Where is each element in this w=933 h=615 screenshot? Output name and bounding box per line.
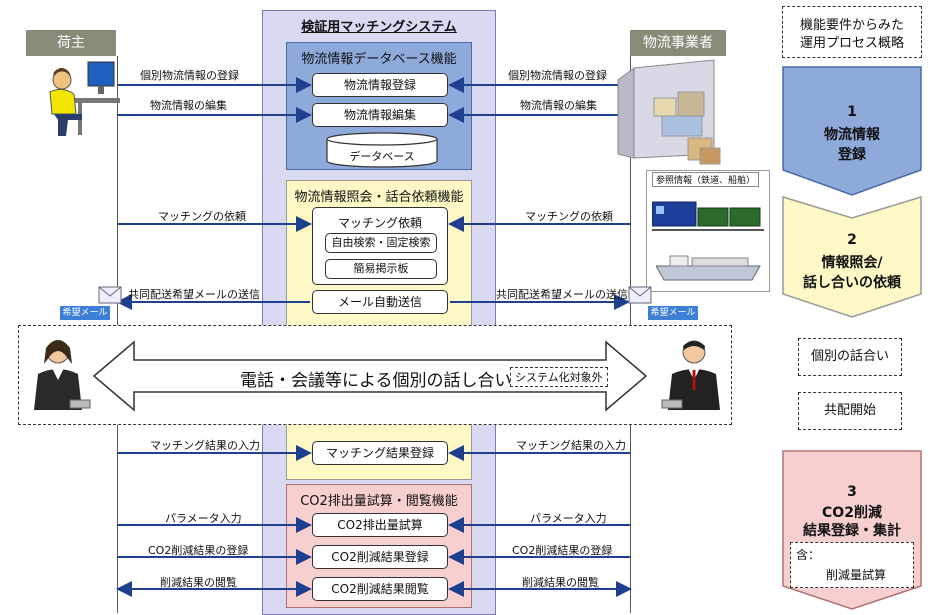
process-overview-title-box — [782, 6, 922, 58]
carrier-header: 物流事業者 — [630, 30, 726, 56]
step3-number: 3 — [847, 484, 857, 500]
right-label-7: 削減結果の閲覧 — [522, 576, 599, 589]
logistics-register-box[interactable]: 物流情報登録 — [312, 73, 448, 97]
truck-cargo-icon — [614, 58, 722, 170]
matching-request-label: マッチング依頼 — [337, 216, 422, 230]
carrier-phone-person-icon — [656, 334, 728, 418]
system-title: 検証用マッチングシステム — [301, 20, 457, 35]
co2-section-title: CO2排出量試算・閲覧機能 — [300, 494, 458, 509]
step2-line2: 話し合いの依頼 — [803, 275, 901, 291]
discussion-text: 電話・会議等による個別の話し合い — [240, 371, 512, 391]
matching-result-box[interactable]: マッチング結果登録 — [312, 441, 448, 465]
left-label-2: マッチングの依頼 — [158, 210, 246, 223]
step3-line2: 結果登録・集計 — [803, 523, 901, 539]
process-overview-title-line1: 機能要件からみた — [799, 18, 904, 33]
shipper-mail-badge: 希望メール — [60, 306, 110, 320]
left-label-1: 物流情報の編集 — [150, 99, 227, 112]
step2-pentagon — [782, 196, 922, 318]
carrier-mail-badge: 希望メール — [648, 306, 698, 320]
out-of-scope-note: システム化対象外 — [510, 367, 608, 387]
left-label-4: マッチング結果の入力 — [150, 439, 260, 452]
shipper-envelope-icon — [98, 286, 122, 304]
step1-number: 1 — [847, 104, 857, 120]
step2-line1: 情報照会/ — [821, 255, 883, 271]
co2-reduction-view-box[interactable]: CO2削減結果閲覧 — [312, 577, 448, 601]
inquiry-section-title: 物流情報照会・話合依頼機能 — [294, 190, 464, 205]
left-label-3: 共同配送希望メールの送信 — [128, 288, 260, 301]
reference-info-title: 参照情報（鉄道、船舶） — [652, 172, 760, 187]
right-label-3: 共同配送希望メールの送信 — [496, 288, 628, 301]
logistics-edit-box[interactable]: 物流情報編集 — [312, 103, 448, 127]
left-label-0: 個別物流情報の登録 — [140, 69, 239, 82]
right-label-4: マッチング結果の入力 — [516, 439, 626, 452]
discussion-double-arrow — [92, 340, 648, 412]
database-label: データベース — [349, 150, 415, 163]
co2-estimate-box[interactable]: CO2排出量試算 — [312, 513, 448, 537]
right-label-2: マッチングの依頼 — [525, 210, 613, 223]
step3-line1: CO2削減 — [822, 505, 882, 521]
step3-note-box — [790, 542, 914, 588]
right-label-0: 個別物流情報の登録 — [508, 69, 607, 82]
step2-number: 2 — [847, 232, 857, 248]
database-section-title: 物流情報データベース機能 — [301, 52, 457, 67]
co2-reduction-register-box[interactable]: CO2削減結果登録 — [312, 545, 448, 569]
simple-bulletin-box[interactable]: 簡易掲示板 — [325, 259, 437, 279]
step1-line1: 物流情報 — [824, 127, 880, 143]
right-label-6: CO2削減結果の登録 — [512, 544, 613, 557]
database-cylinder — [326, 132, 438, 168]
process-overview-title-line2: 運用プロセス概略 — [799, 36, 904, 51]
shipper-office-worker-icon — [42, 58, 122, 140]
step1-line2: 登録 — [838, 147, 866, 163]
left-label-6: CO2削減結果の登録 — [148, 544, 249, 557]
freight-train-icon — [652, 192, 764, 236]
right-label-5: パラメータ入力 — [530, 512, 607, 525]
shipper-phone-person-icon — [26, 334, 98, 418]
step1-pentagon — [782, 66, 922, 196]
step3-note: 削減量試算 — [826, 568, 887, 582]
left-label-7: 削減結果の閲覧 — [160, 576, 237, 589]
free-fixed-search-box[interactable]: 自由検索・固定検索 — [325, 233, 437, 253]
cargo-ship-icon — [656, 248, 762, 284]
right-label-1: 物流情報の編集 — [520, 99, 597, 112]
step3-note-prefix: 含： — [796, 548, 821, 562]
step-joint-delivery-start: 共配開始 — [798, 392, 902, 430]
carrier-envelope-icon — [628, 286, 652, 304]
auto-mail-box[interactable]: メール自動送信 — [312, 290, 448, 314]
shipper-header: 荷主 — [26, 30, 116, 56]
step-individual-talk: 個別の話合い — [798, 338, 902, 376]
left-label-5: パラメータ入力 — [165, 512, 242, 525]
